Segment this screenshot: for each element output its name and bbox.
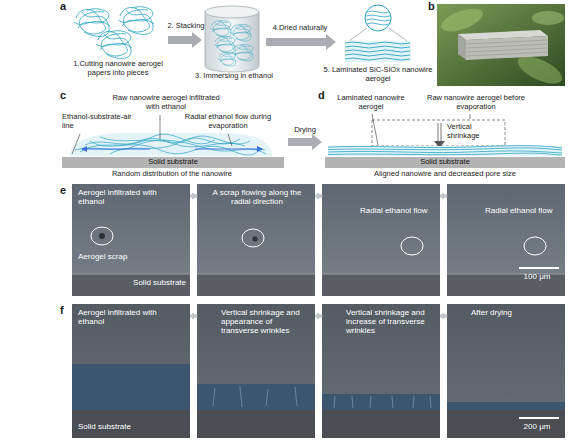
step-arrow (315, 315, 322, 318)
substrate-bar: Solid substrate (325, 157, 565, 168)
annotation: Random distribution of the nanowire (92, 170, 252, 179)
annotation: Raw nanowire aerogel before evaporation (420, 94, 532, 111)
panel-letter: c (60, 89, 66, 102)
caption-text: Solid substrate (78, 422, 158, 431)
panel-letter: e (60, 184, 66, 197)
annotation: Radial ethanol flow during evaporation (180, 113, 276, 130)
micrograph-frame: Radial ethanol flow 100 μm (447, 184, 565, 296)
caption-text: Aerogel infiltrated with ethanol (78, 308, 168, 326)
annotation: Aligned nanowire and decreased pore size (355, 170, 535, 179)
panel-letter: a (60, 0, 66, 13)
caption-text: Aerogel scrap (78, 252, 138, 261)
caption-text: Aerogel infiltrated with ethanol (78, 188, 158, 206)
micrograph-frame: Vertical shrinkage and increase of trans… (322, 304, 440, 438)
caption-text: Radial ethanol flow (360, 206, 438, 215)
annotation: Vertical shrinkage (447, 123, 503, 140)
annotation: Ethanol-substrate-air line (62, 113, 134, 130)
annotation: Raw nanowire aerogel infiltrated with et… (110, 94, 222, 111)
step-arrow (315, 195, 322, 198)
step-arrow (190, 315, 197, 318)
micrograph-frame: Aerogel infiltrated with ethanolSolid su… (72, 304, 190, 438)
caption-text: A scrap flowing along the radial directi… (207, 188, 307, 206)
caption-text: Solid substrate (122, 278, 186, 287)
step-caption: 4.Dried naturally (258, 24, 342, 33)
step-arrow (440, 195, 447, 198)
step-caption: 3. Immersing in ethanol (186, 72, 282, 81)
step-caption: 5. Laminated SiC-SiOx nanowire aerogel (322, 66, 434, 83)
micrograph-frame: After drying 200 μm (447, 304, 565, 438)
caption-text: Vertical shrinkage and appearance of tra… (221, 308, 311, 336)
caption-text: Radial ethanol flow (485, 206, 563, 215)
panel-letter: d (318, 89, 325, 102)
step-caption: 1.Cutting nanowire aerogel papers into p… (62, 60, 174, 77)
arrow-label: Drying (284, 126, 326, 135)
panel-letter: b (428, 0, 435, 13)
caption-text: After drying (471, 308, 561, 317)
caption-text: Vertical shrinkage and increase of trans… (346, 308, 436, 336)
scale-label: 200 μm (513, 422, 561, 431)
scale-label: 100 μm (513, 272, 561, 281)
micrograph-frame: Radial ethanol flow (322, 184, 440, 296)
panel-letter: f (60, 304, 64, 317)
step-caption: 2. Stacking (162, 22, 210, 31)
micrograph-frame: A scrap flowing along the radial directi… (197, 184, 315, 296)
substrate-label: Solid substrate (325, 158, 565, 167)
step-arrow (190, 195, 197, 198)
micrograph-frame: Aerogel infiltrated with ethanolAerogel … (72, 184, 190, 296)
annotation: Laminated nanowire aerogel (330, 94, 412, 111)
micrograph-frame: Vertical shrinkage and appearance of tra… (197, 304, 315, 438)
substrate-label: Solid substrate (62, 158, 284, 167)
substrate-bar: Solid substrate (62, 157, 284, 168)
step-arrow (440, 315, 447, 318)
